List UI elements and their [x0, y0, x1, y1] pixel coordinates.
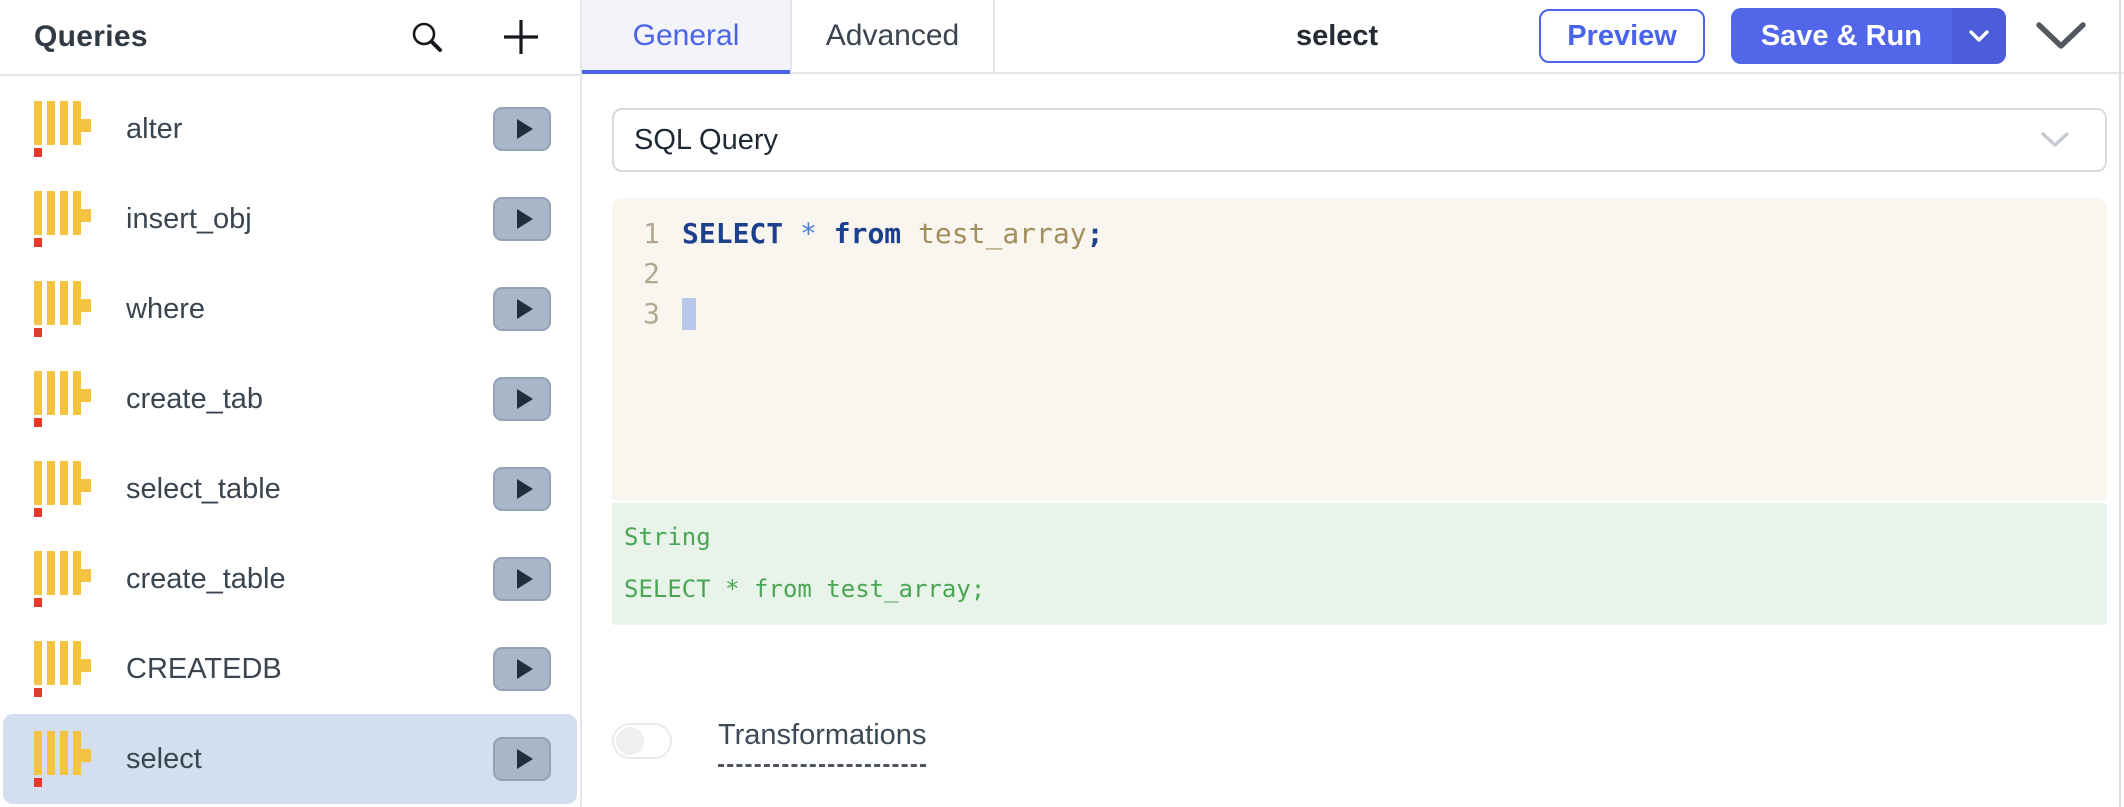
code-lines: 1 SELECT * from test_array; 2 3 — [612, 214, 2107, 334]
query-main-panel: General Advanced select Preview Save & R… — [582, 0, 2124, 807]
save-run-split-button: Save & Run — [1730, 8, 2006, 64]
run-query-button[interactable] — [493, 287, 551, 331]
toggle-knob-icon — [616, 727, 644, 755]
query-preview-result: String SELECT * from test_array; — [612, 503, 2107, 625]
chevron-down-icon — [1969, 30, 1989, 42]
chevron-down-icon — [2041, 132, 2069, 147]
run-query-button[interactable] — [493, 467, 551, 511]
code-line: 1 SELECT * from test_array; — [612, 214, 2107, 254]
tab-advanced[interactable]: Advanced — [792, 0, 995, 72]
play-icon — [516, 569, 533, 589]
sidebar-item-alter[interactable]: alter — [3, 84, 577, 174]
clickhouse-icon — [34, 641, 91, 697]
query-mode-value: SQL Query — [634, 123, 778, 156]
query-label: create_tab — [126, 382, 264, 415]
collapse-panel-button[interactable] — [2036, 22, 2086, 50]
run-query-button[interactable] — [493, 557, 551, 601]
queries-title: Queries — [34, 20, 148, 53]
play-icon — [516, 749, 533, 769]
queries-sidebar: Queries alter — [0, 0, 582, 807]
query-list: alter insert_obj where create_tab — [0, 76, 580, 804]
query-label: select_table — [126, 472, 281, 505]
result-type-label: String — [624, 523, 711, 551]
clickhouse-icon — [34, 101, 91, 157]
clickhouse-icon — [34, 461, 91, 517]
query-label: where — [126, 292, 205, 325]
play-icon — [516, 299, 533, 319]
sidebar-item-create_table[interactable]: create_table — [3, 534, 577, 624]
run-query-button[interactable] — [493, 647, 551, 691]
sidebar-item-select_table[interactable]: select_table — [3, 444, 577, 534]
search-button[interactable] — [410, 20, 444, 54]
sql-code-editor[interactable]: 1 SELECT * from test_array; 2 3 — [612, 198, 2107, 500]
tab-general[interactable]: General — [582, 0, 792, 74]
play-icon — [516, 209, 533, 229]
query-title: select — [1295, 19, 1379, 52]
code-line: 3 — [612, 294, 2107, 334]
query-label: CREATEDB — [126, 652, 282, 685]
clickhouse-icon — [34, 551, 91, 607]
line-number: 1 — [643, 217, 660, 250]
clickhouse-icon — [34, 731, 91, 787]
sidebar-item-select[interactable]: select — [3, 714, 577, 804]
tab-advanced-label: Advanced — [825, 19, 960, 52]
sidebar-header: Queries — [0, 0, 580, 76]
sidebar-item-where[interactable]: where — [3, 264, 577, 354]
topbar-actions: Preview Save & Run — [1539, 0, 2124, 72]
panel-right-divider — [2119, 0, 2121, 807]
run-query-button[interactable] — [493, 197, 551, 241]
save-run-dropdown-button[interactable] — [1952, 8, 2006, 64]
run-query-button[interactable] — [493, 107, 551, 151]
transformations-row: Transformations — [612, 719, 2124, 767]
query-label: select — [126, 742, 202, 775]
play-icon — [516, 479, 533, 499]
clickhouse-icon — [34, 371, 91, 427]
play-icon — [516, 389, 533, 409]
code-text — [682, 294, 696, 334]
result-query-text: SELECT * from test_array; — [624, 575, 986, 603]
query-label: insert_obj — [126, 202, 252, 235]
query-mode-select[interactable]: SQL Query — [612, 108, 2107, 172]
run-query-button[interactable] — [493, 377, 551, 421]
transformations-label[interactable]: Transformations — [718, 719, 927, 767]
save-run-button[interactable]: Save & Run — [1730, 8, 1952, 64]
run-query-button[interactable] — [493, 737, 551, 781]
line-number: 3 — [643, 297, 660, 330]
chevron-down-icon — [2036, 22, 2086, 49]
sidebar-item-create_tab[interactable]: create_tab — [3, 354, 577, 444]
code-line: 2 — [612, 254, 2107, 294]
clickhouse-icon — [34, 191, 91, 247]
text-cursor — [682, 298, 696, 330]
sidebar-item-insert_obj[interactable]: insert_obj — [3, 174, 577, 264]
plus-icon — [504, 20, 538, 54]
tab-general-label: General — [632, 19, 740, 52]
play-icon — [516, 119, 533, 139]
preview-button[interactable]: Preview — [1539, 9, 1705, 63]
line-number: 2 — [643, 257, 660, 290]
search-icon — [412, 22, 442, 52]
play-icon — [516, 659, 533, 679]
code-text: SELECT * from test_array; — [682, 217, 1104, 250]
query-label: alter — [126, 112, 183, 145]
query-label: create_table — [126, 562, 286, 595]
sidebar-item-CREATEDB[interactable]: CREATEDB — [3, 624, 577, 714]
transformations-toggle[interactable] — [612, 723, 672, 759]
query-topbar: General Advanced select Preview Save & R… — [582, 0, 2124, 74]
query-title-wrap: select — [995, 0, 1539, 72]
tab-bar: General Advanced — [582, 0, 995, 74]
add-query-button[interactable] — [502, 18, 540, 56]
clickhouse-icon — [34, 281, 91, 337]
